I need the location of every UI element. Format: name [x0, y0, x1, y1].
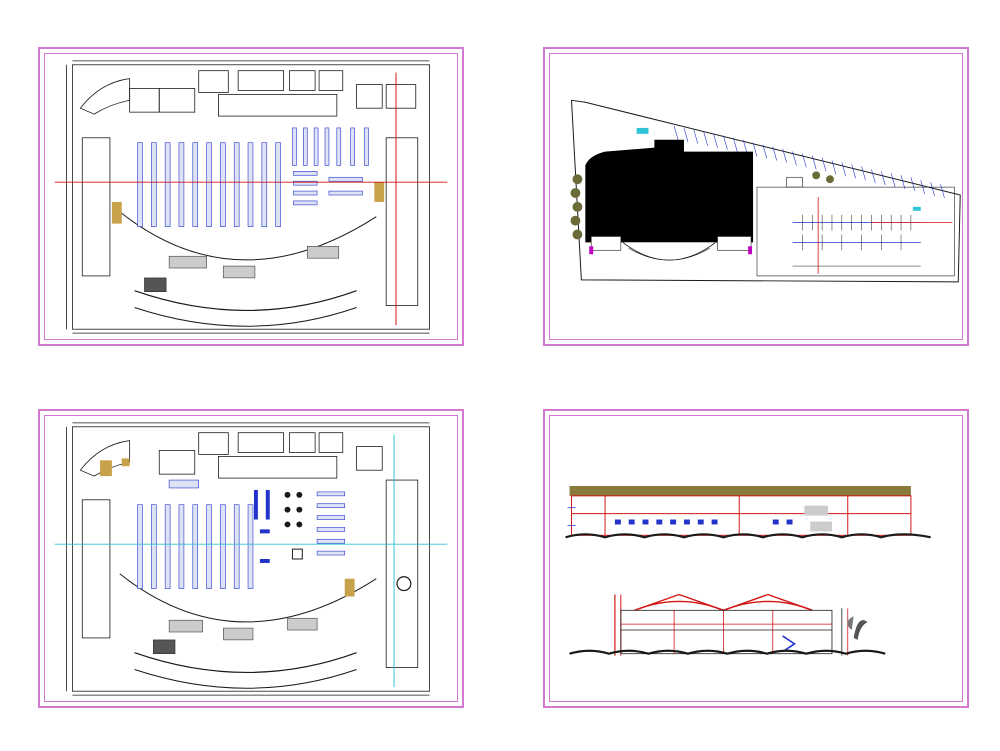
sheet-inner-frame [44, 415, 458, 702]
sheet-floor-plan-upper [38, 409, 464, 708]
sheet-site-plan [543, 47, 969, 346]
sheet-inner-frame [549, 415, 963, 702]
side-elevation [569, 593, 886, 656]
sheet-elevations [543, 409, 969, 708]
sheet-inner-frame [549, 53, 963, 340]
sheet-inner-frame [44, 53, 458, 340]
floor-plan-upper-drawing [54, 422, 448, 696]
sheet-floor-plan-ground [38, 47, 464, 346]
floor-plan-ground-drawing [54, 60, 448, 334]
front-elevation [565, 485, 931, 539]
site-plan-drawing [570, 99, 961, 283]
elevations-drawing [565, 485, 931, 656]
